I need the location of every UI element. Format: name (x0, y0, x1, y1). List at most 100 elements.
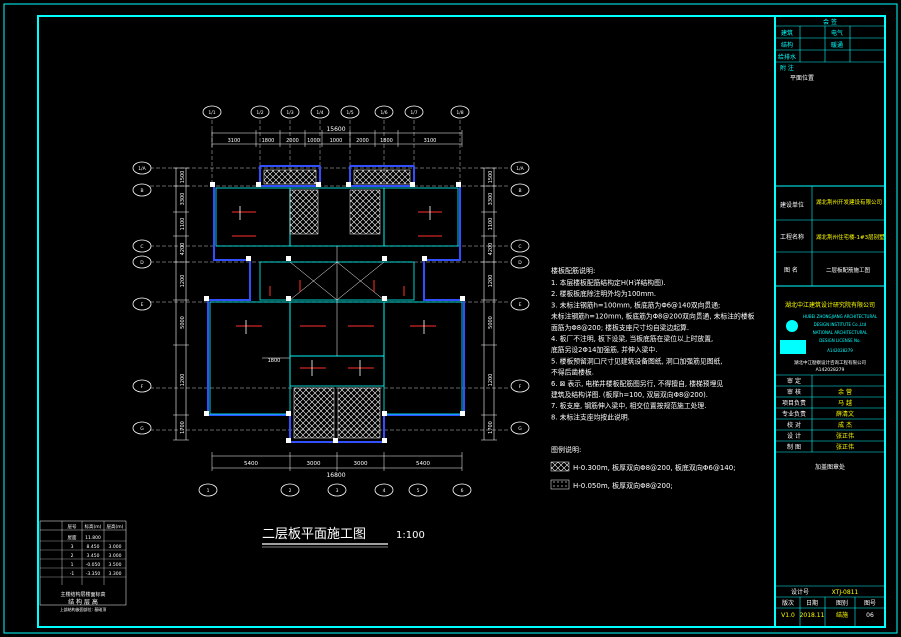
drawing-title: 二层板平面施工图 (262, 527, 366, 542)
left-dim-segment: 1700 (180, 421, 186, 434)
right-dim-segment: 1200 (488, 374, 494, 387)
footer-label: 日期 (806, 599, 818, 607)
column (382, 256, 387, 261)
level-caption-2: 结 构 层 高 (68, 598, 98, 606)
axis-bubble-right: B (510, 183, 530, 197)
role-value: 马 越 (838, 399, 852, 407)
slab-notes: 楼板配筋说明: 1. 本层楼板配筋结构定H(H详结构图).2. 楼板板底除注明外… (551, 266, 755, 421)
column (382, 438, 387, 443)
client-label: 建设单位 (780, 201, 804, 209)
role-label: 项目负责 (782, 399, 806, 407)
project-label: 工程名称 (780, 233, 804, 241)
level-header: 层号 (68, 524, 77, 530)
column (410, 182, 415, 187)
note-line: 2. 楼板板底除注明外均为100mm. (551, 289, 656, 298)
axis-bubble-bottom: 2 (280, 483, 300, 497)
svg-text:D: D (518, 260, 522, 266)
note-line: 8. 未标注支座均按此说明. (551, 412, 630, 421)
level-caption-1: 主楼结构层楼面标高 (60, 591, 105, 598)
role-value: 张正伟 (836, 443, 854, 451)
axis-bubble-bottom: 4 (374, 483, 394, 497)
top-dim-segment: 3100 (424, 138, 437, 144)
license-no: A142028279 (827, 348, 853, 353)
note-line: 底筋另设2Φ14加强筋, 并伸入梁中. (551, 345, 657, 354)
level-caption-3: 上部结构嵌固部位: 基础顶 (60, 606, 107, 612)
axis-bubble-right: G (510, 421, 530, 435)
legend-item-1: H-0.300m, 板厚双向Φ8@200, 板底双向Φ6@140; (573, 463, 736, 472)
svg-text:6: 6 (461, 488, 464, 494)
column (286, 256, 291, 261)
axis-bubble-left: C (132, 239, 152, 253)
column (422, 256, 427, 261)
top-dim-segment: 2000 (286, 138, 299, 144)
note-line: 4. 板厂不注明, 板下设梁, 当板底筋在梁位以上时放置, (551, 334, 713, 343)
top-total-dim: 15600 (326, 126, 345, 133)
axis-bubble-left: E (132, 297, 152, 311)
svg-text:F: F (141, 384, 144, 390)
left-dim-segment: 5000 (180, 316, 186, 329)
svg-text:5: 5 (417, 488, 420, 494)
client-value: 湖北荆州开发建设有限公司 (816, 198, 882, 206)
level-cell: 2 (71, 553, 74, 559)
level-cell: -0.050 (86, 562, 101, 568)
bottom-dim-segment: 5400 (244, 461, 258, 467)
column (246, 256, 251, 261)
svg-text:1/3: 1/3 (286, 110, 293, 116)
column (382, 296, 387, 301)
column (286, 296, 291, 301)
company-en-1: HUBEI ZHONGJIANG ARCHITECTURAL (803, 314, 878, 319)
legend-swatch-2 (550, 479, 570, 490)
hatched-slab-4 (349, 189, 381, 235)
outer-frame (3, 3, 898, 634)
cert-line: 湖北中江勘察设计咨询工程有限公司 (794, 359, 866, 366)
svg-text:1/5: 1/5 (346, 110, 353, 116)
note-line: 3. 未标注钢筋h=100mm, 板底筋为Φ6@140双向贯通; (551, 300, 720, 309)
title-block: 会 签 建筑电气结构暖通给排水 附 注 平面位置 建设单位 湖北荆州开发建设有限… (775, 18, 885, 627)
axis-bubble-bottom: 6 (452, 483, 472, 497)
signoff-cell: 电气 (831, 29, 843, 37)
level-cell: 3 (71, 544, 74, 550)
axis-bubble-right: F (510, 379, 530, 393)
role-label: 制 图 (787, 443, 801, 451)
column (256, 182, 261, 187)
axis-bubble-right: E (510, 297, 530, 311)
axis-bubble-left: F (132, 379, 152, 393)
note-line: 面筋为Φ8@200; 楼板支座尺寸均自梁边起算. (551, 323, 689, 332)
svg-text:1/7: 1/7 (410, 110, 417, 116)
axis-bubble-top: 1/4 (310, 105, 330, 119)
note-line: 6. ⊠ 表示, 电梯井楼板配筋图另行, 不得擅自, 楼梯预埋见 (551, 379, 723, 388)
level-header: 层高(m) (107, 523, 124, 530)
level-header: 标高(m) (85, 523, 102, 530)
note-line: 未标注钢筋h=120mm, 板底筋为Φ8@200双向贯通, 未标注的楼板 (551, 312, 755, 321)
role-label: 设 计 (787, 432, 801, 440)
role-value: 余 营 (838, 388, 852, 396)
legend: 图例说明: H-0.300m, 板厚双向Φ8@200, 板底双向Φ6@140; … (550, 445, 736, 490)
svg-text:E: E (519, 302, 522, 308)
svg-text:1800: 1800 (268, 358, 281, 364)
axis-bubble-bottom: 3 (327, 483, 347, 497)
right-dim-segment: 5000 (488, 316, 494, 329)
axis-bubble-left: G (132, 421, 152, 435)
footer-value: V1.0 (781, 612, 795, 619)
level-cell: -3.350 (86, 571, 101, 577)
note-line: 建筑及结构详图. (板厚h=100, 双层双向Φ8@200). (551, 390, 708, 399)
top-dim-segment: 1800 (262, 138, 275, 144)
company-name: 湖北中江建筑设计研究院有限公司 (785, 301, 875, 309)
signoff-cell: 暖通 (831, 41, 843, 49)
svg-text:1/A: 1/A (138, 166, 146, 172)
top-dim-segment: 3100 (228, 138, 241, 144)
company-en-3: NATIONAL ARCHITECTURAL (813, 330, 868, 335)
bottom-dim-segment: 3000 (307, 461, 321, 467)
right-dim-segment: 3300 (488, 193, 494, 206)
svg-text:G: G (140, 426, 144, 432)
footer-label: 图别 (836, 599, 848, 607)
remark-value: 平面位置 (790, 74, 814, 82)
role-value: 张正伟 (836, 432, 854, 440)
level-cell: 屋面 (68, 535, 77, 541)
svg-text:G: G (518, 426, 522, 432)
column (456, 182, 461, 187)
signoff-cell: 建筑 (781, 29, 793, 37)
axis-bubble-right: D (510, 255, 530, 269)
